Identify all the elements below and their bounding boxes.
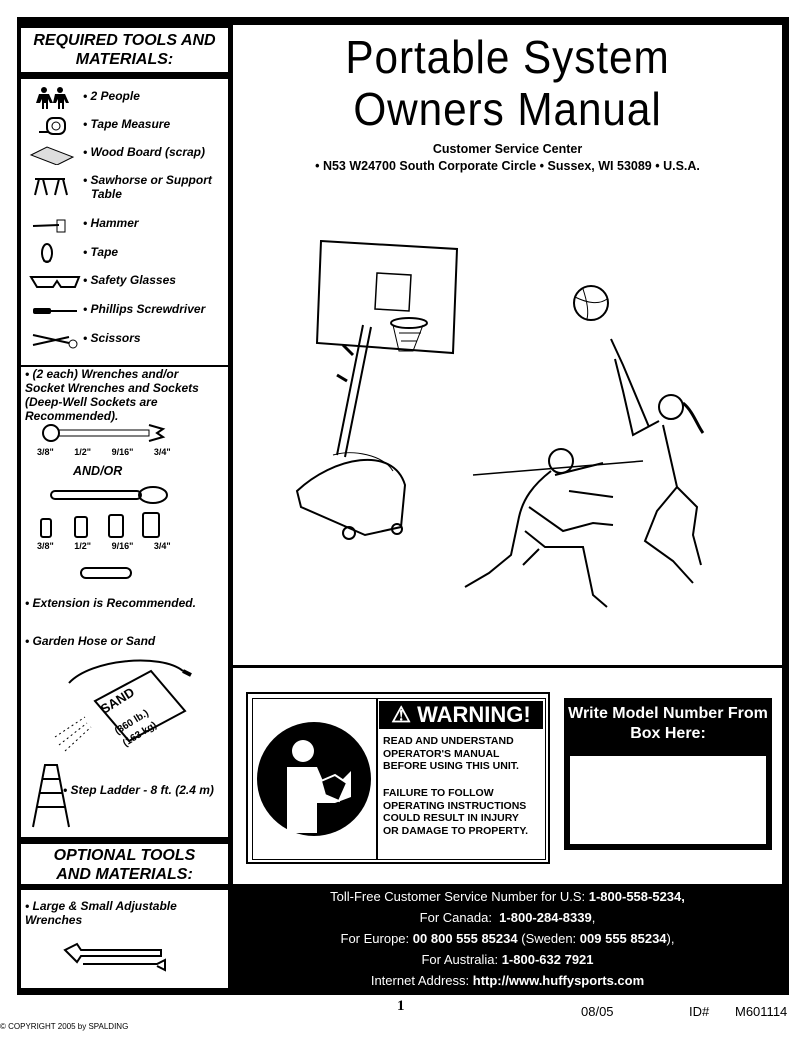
page-title: Portable System bbox=[345, 31, 670, 83]
screwdriver-icon bbox=[33, 308, 77, 314]
wrench-sizes: 3/8" 1/2" 9/16" 3/4" bbox=[37, 447, 171, 457]
extension-label: • Extension is Recommended. bbox=[25, 596, 196, 610]
tape-measure-icon bbox=[39, 117, 66, 135]
contact-canada: For Canada: 1-800-284-8339, bbox=[419, 910, 596, 925]
hose-sand-label: • Garden Hose or Sand bbox=[25, 634, 156, 648]
safety-glasses-icon bbox=[29, 276, 81, 288]
size-label: 1/2" bbox=[74, 447, 92, 457]
contact-label: Toll-Free Customer Service Number for U.… bbox=[330, 889, 586, 904]
size-label: 3/8" bbox=[37, 541, 54, 551]
and-or-label: AND/OR bbox=[73, 464, 123, 478]
contact-label: (Sweden: bbox=[521, 931, 577, 946]
sockets-icon bbox=[40, 512, 160, 538]
socket-sizes: 3/8" 1/2" 9/16" 3/4" bbox=[37, 541, 171, 551]
id-label: ID# bbox=[689, 1004, 710, 1019]
list-item: • Safety Glasses bbox=[21, 269, 228, 295]
tool-label-cont: Table bbox=[91, 187, 122, 201]
list-item: • Tape Measure bbox=[21, 113, 228, 139]
model-number-title: Write Model Number From Box Here: bbox=[568, 705, 768, 742]
extension-bar-icon bbox=[80, 567, 132, 579]
list-item: • Hammer bbox=[21, 212, 228, 238]
contact-info: Toll-Free Customer Service Number for U.… bbox=[233, 886, 782, 991]
tool-label: • 2 People bbox=[83, 89, 140, 103]
required-tools-heading: REQUIRED TOOLS AND MATERIALS: bbox=[21, 28, 228, 72]
tools-list: • 2 People • Tape Measure • Wood Board (… bbox=[21, 79, 228, 365]
service-center-label: Customer Service Center bbox=[432, 142, 583, 156]
contact-us: Toll-Free Customer Service Number for U.… bbox=[233, 886, 782, 907]
warning-text-2: FAILURE TO FOLLOW OPERATING INSTRUCTIONS… bbox=[383, 787, 529, 837]
read-manual-symbol bbox=[253, 699, 378, 859]
title-panel: Portable System Owners Manual Customer S… bbox=[233, 25, 782, 665]
size-label: 9/16" bbox=[111, 541, 134, 551]
id-value: M601114 bbox=[735, 1004, 788, 1019]
list-item: • 2 People bbox=[21, 85, 228, 111]
scissors-icon bbox=[32, 334, 78, 349]
step-ladder-icon bbox=[32, 764, 70, 828]
adjustable-wrench-icon bbox=[63, 942, 166, 972]
socket-wrench-icon bbox=[50, 486, 168, 504]
tape-icon bbox=[41, 243, 53, 263]
page-title-line2: Owners Manual bbox=[353, 83, 662, 135]
wrenches-section: • (2 each) Wrenches and/or Socket Wrench… bbox=[21, 367, 228, 837]
website-link[interactable]: http://www.huffysports.com bbox=[472, 973, 645, 988]
contact-number: 1-800-632 7921 bbox=[501, 952, 594, 967]
warning-panel: ⚠ WARNING! READ AND UNDERSTAND OPERATOR'… bbox=[233, 668, 782, 884]
warning-text-1: READ AND UNDERSTAND OPERATOR'S MANUAL BE… bbox=[383, 735, 519, 772]
size-label: 1/2" bbox=[74, 541, 92, 551]
read-manual-icon bbox=[257, 722, 371, 836]
tool-label: • Scissors bbox=[83, 331, 141, 345]
contact-number: 1-800-558-5234, bbox=[588, 889, 685, 904]
page-number: 1 bbox=[397, 998, 405, 1014]
garden-hose-sand-icon bbox=[54, 659, 192, 752]
optional-tools-list: • Large & Small Adjustable Wrenches bbox=[21, 890, 228, 988]
combination-wrench-icon bbox=[42, 424, 166, 442]
contact-number: 1-800-284-8339 bbox=[499, 910, 592, 925]
address-label: • N53 W24700 South Corporate Circle • Su… bbox=[315, 159, 700, 173]
warning-header: ⚠ WARNING! bbox=[379, 701, 543, 729]
warning-inner: ⚠ WARNING! READ AND UNDERSTAND OPERATOR'… bbox=[252, 698, 546, 860]
list-item: • Phillips Screwdriver bbox=[21, 298, 228, 324]
contact-label: For Europe: bbox=[340, 931, 410, 946]
warning-triangle-icon: ⚠ bbox=[391, 702, 411, 727]
wrenches-label: • (2 each) Wrenches and/or Socket Wrench… bbox=[25, 367, 199, 423]
hammer-icon bbox=[32, 219, 66, 233]
sawhorse-icon bbox=[34, 178, 68, 196]
contact-internet: Internet Address: http://www.huffysports… bbox=[233, 970, 782, 991]
model-number-field[interactable] bbox=[570, 756, 766, 844]
date-code: 08/05 bbox=[581, 1004, 614, 1019]
size-label: 3/8" bbox=[37, 447, 54, 457]
list-item: • Tape bbox=[21, 241, 228, 267]
contact-label: Internet Address: bbox=[370, 973, 470, 988]
basketball-illustration bbox=[295, 239, 705, 608]
optional-tools-heading: OPTIONAL TOOLS AND MATERIALS: bbox=[21, 844, 228, 884]
tool-label: • Phillips Screwdriver bbox=[83, 302, 206, 316]
contact-label: For Australia: bbox=[421, 952, 499, 967]
model-number-box: Write Model Number From Box Here: bbox=[564, 698, 772, 850]
contact-label: For Canada: bbox=[419, 910, 492, 925]
warning-header-text: WARNING! bbox=[417, 702, 531, 727]
contact-europe: For Europe: 00 800 555 85234 (Sweden: 00… bbox=[340, 931, 675, 946]
two-people-icon bbox=[36, 87, 69, 109]
size-label: 3/4" bbox=[153, 447, 171, 457]
contact-australia: For Australia: 1-800-632 7921 bbox=[233, 949, 782, 970]
contact-number: 00 800 555 85234 bbox=[412, 931, 518, 946]
copyright: © COPYRIGHT 2005 by SPALDING bbox=[0, 1022, 129, 1031]
list-item: • Sawhorse or Support Table bbox=[21, 169, 228, 209]
warning-box: ⚠ WARNING! READ AND UNDERSTAND OPERATOR'… bbox=[246, 692, 550, 864]
ladder-label: • Step Ladder - 8 ft. (2.4 m) bbox=[63, 783, 214, 797]
tool-label: • Tape bbox=[83, 245, 119, 259]
tool-label: • Tape Measure bbox=[83, 117, 171, 131]
wood-board-icon bbox=[29, 146, 75, 165]
tool-label: • Sawhorse or Support bbox=[83, 173, 212, 187]
tool-label: • Safety Glasses bbox=[83, 273, 176, 287]
size-label: 3/4" bbox=[153, 541, 171, 551]
size-label: 9/16" bbox=[111, 447, 134, 457]
list-item: • Wood Board (scrap) bbox=[21, 141, 228, 167]
adjustable-wrench-label: • Large & Small Adjustable Wrenches bbox=[25, 899, 177, 927]
contact-number: 009 555 85234 bbox=[579, 931, 667, 946]
list-item: • Scissors bbox=[21, 327, 228, 353]
tool-label: • Hammer bbox=[83, 216, 139, 230]
tool-label: • Wood Board (scrap) bbox=[83, 145, 205, 159]
